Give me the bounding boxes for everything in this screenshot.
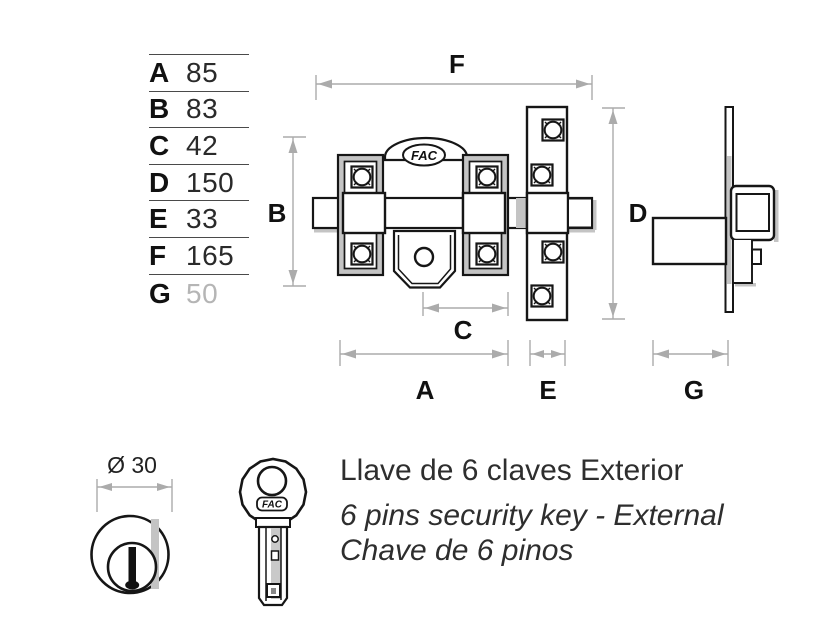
key-hole [256, 465, 288, 497]
table-row: D 150 [149, 163, 249, 201]
dim-letter: A [149, 56, 170, 88]
dimension-D: D [602, 107, 648, 320]
dim-value: 165 [186, 239, 235, 271]
table-row: E 33 [149, 200, 249, 237]
strike-plate-view [516, 105, 593, 322]
dimension-G: G [652, 340, 729, 405]
dim-value: 33 [186, 203, 219, 235]
dim-letter: C [149, 129, 170, 161]
side-nub [751, 248, 762, 265]
dim-letter: E [149, 203, 168, 235]
dim-value: 150 [186, 166, 235, 198]
brand-badge [402, 143, 446, 167]
dimension-B: B [268, 136, 306, 287]
cylinder-diameter-label: Ø 30 [107, 452, 157, 478]
bolt-guide-right [461, 191, 507, 235]
key-drawing: FAC [238, 457, 308, 607]
screw-icon [530, 284, 554, 308]
dim-value: 42 [186, 129, 219, 161]
screw-icon [530, 163, 554, 187]
screw-icon [475, 242, 499, 266]
dim-letter: F [149, 239, 167, 271]
screw-icon [541, 118, 565, 142]
dimension-F: F [315, 49, 593, 100]
table-row: C 42 [149, 127, 249, 164]
lock-side-view [651, 106, 779, 313]
dim-label-F: F [449, 49, 465, 79]
dim-label-D: D [629, 198, 648, 228]
dim-label-G: G [684, 375, 704, 405]
shield-screw-hole [413, 246, 435, 268]
key-shoulder [255, 517, 291, 528]
brand-logo-text: FAC [411, 148, 438, 163]
caption-spanish: Llave de 6 claves Exterior [340, 454, 684, 487]
caption-portuguese: Chave de 6 pinos [340, 534, 574, 567]
caption-english: 6 pins security key - External [340, 499, 724, 532]
screw-icon [475, 165, 499, 189]
strike-bolt-guide [525, 191, 570, 235]
table-row: B 83 [149, 90, 249, 128]
dim-value: 85 [186, 56, 219, 88]
dimension-E: E [529, 340, 566, 405]
dim-label-E: E [539, 375, 556, 405]
screw-icon [541, 240, 565, 264]
dim-value: 50 [186, 278, 219, 310]
dim-value: 83 [186, 93, 219, 125]
dim-label-A: A [416, 375, 435, 405]
bolt-guide-left [341, 191, 387, 235]
dim-letter: D [149, 166, 170, 198]
key-brand-badge [256, 496, 288, 512]
table-row: A 85 [149, 54, 249, 91]
table-row: G 50 [149, 277, 249, 313]
dim-letter: B [149, 93, 170, 125]
dimension-A: A [339, 340, 509, 405]
side-lower-step [732, 240, 753, 284]
dim-label-B: B [268, 198, 287, 228]
screw-icon [350, 165, 374, 189]
bolt-end [567, 197, 593, 229]
dimension-C: C [422, 292, 509, 345]
screw-icon [350, 242, 374, 266]
key-brand-logo-text: FAC [262, 500, 283, 511]
cylinder-face-view: Ø 30 [90, 452, 173, 595]
dim-label-C: C [454, 315, 473, 345]
side-cylinder-body [651, 216, 728, 266]
dimensions-table: A 85 B 83 C 42 D 150 E 33 F 165 G 50 [149, 54, 249, 312]
keyway-slot [128, 547, 136, 584]
table-row: F 165 [149, 236, 249, 275]
dim-letter: G [149, 278, 171, 310]
